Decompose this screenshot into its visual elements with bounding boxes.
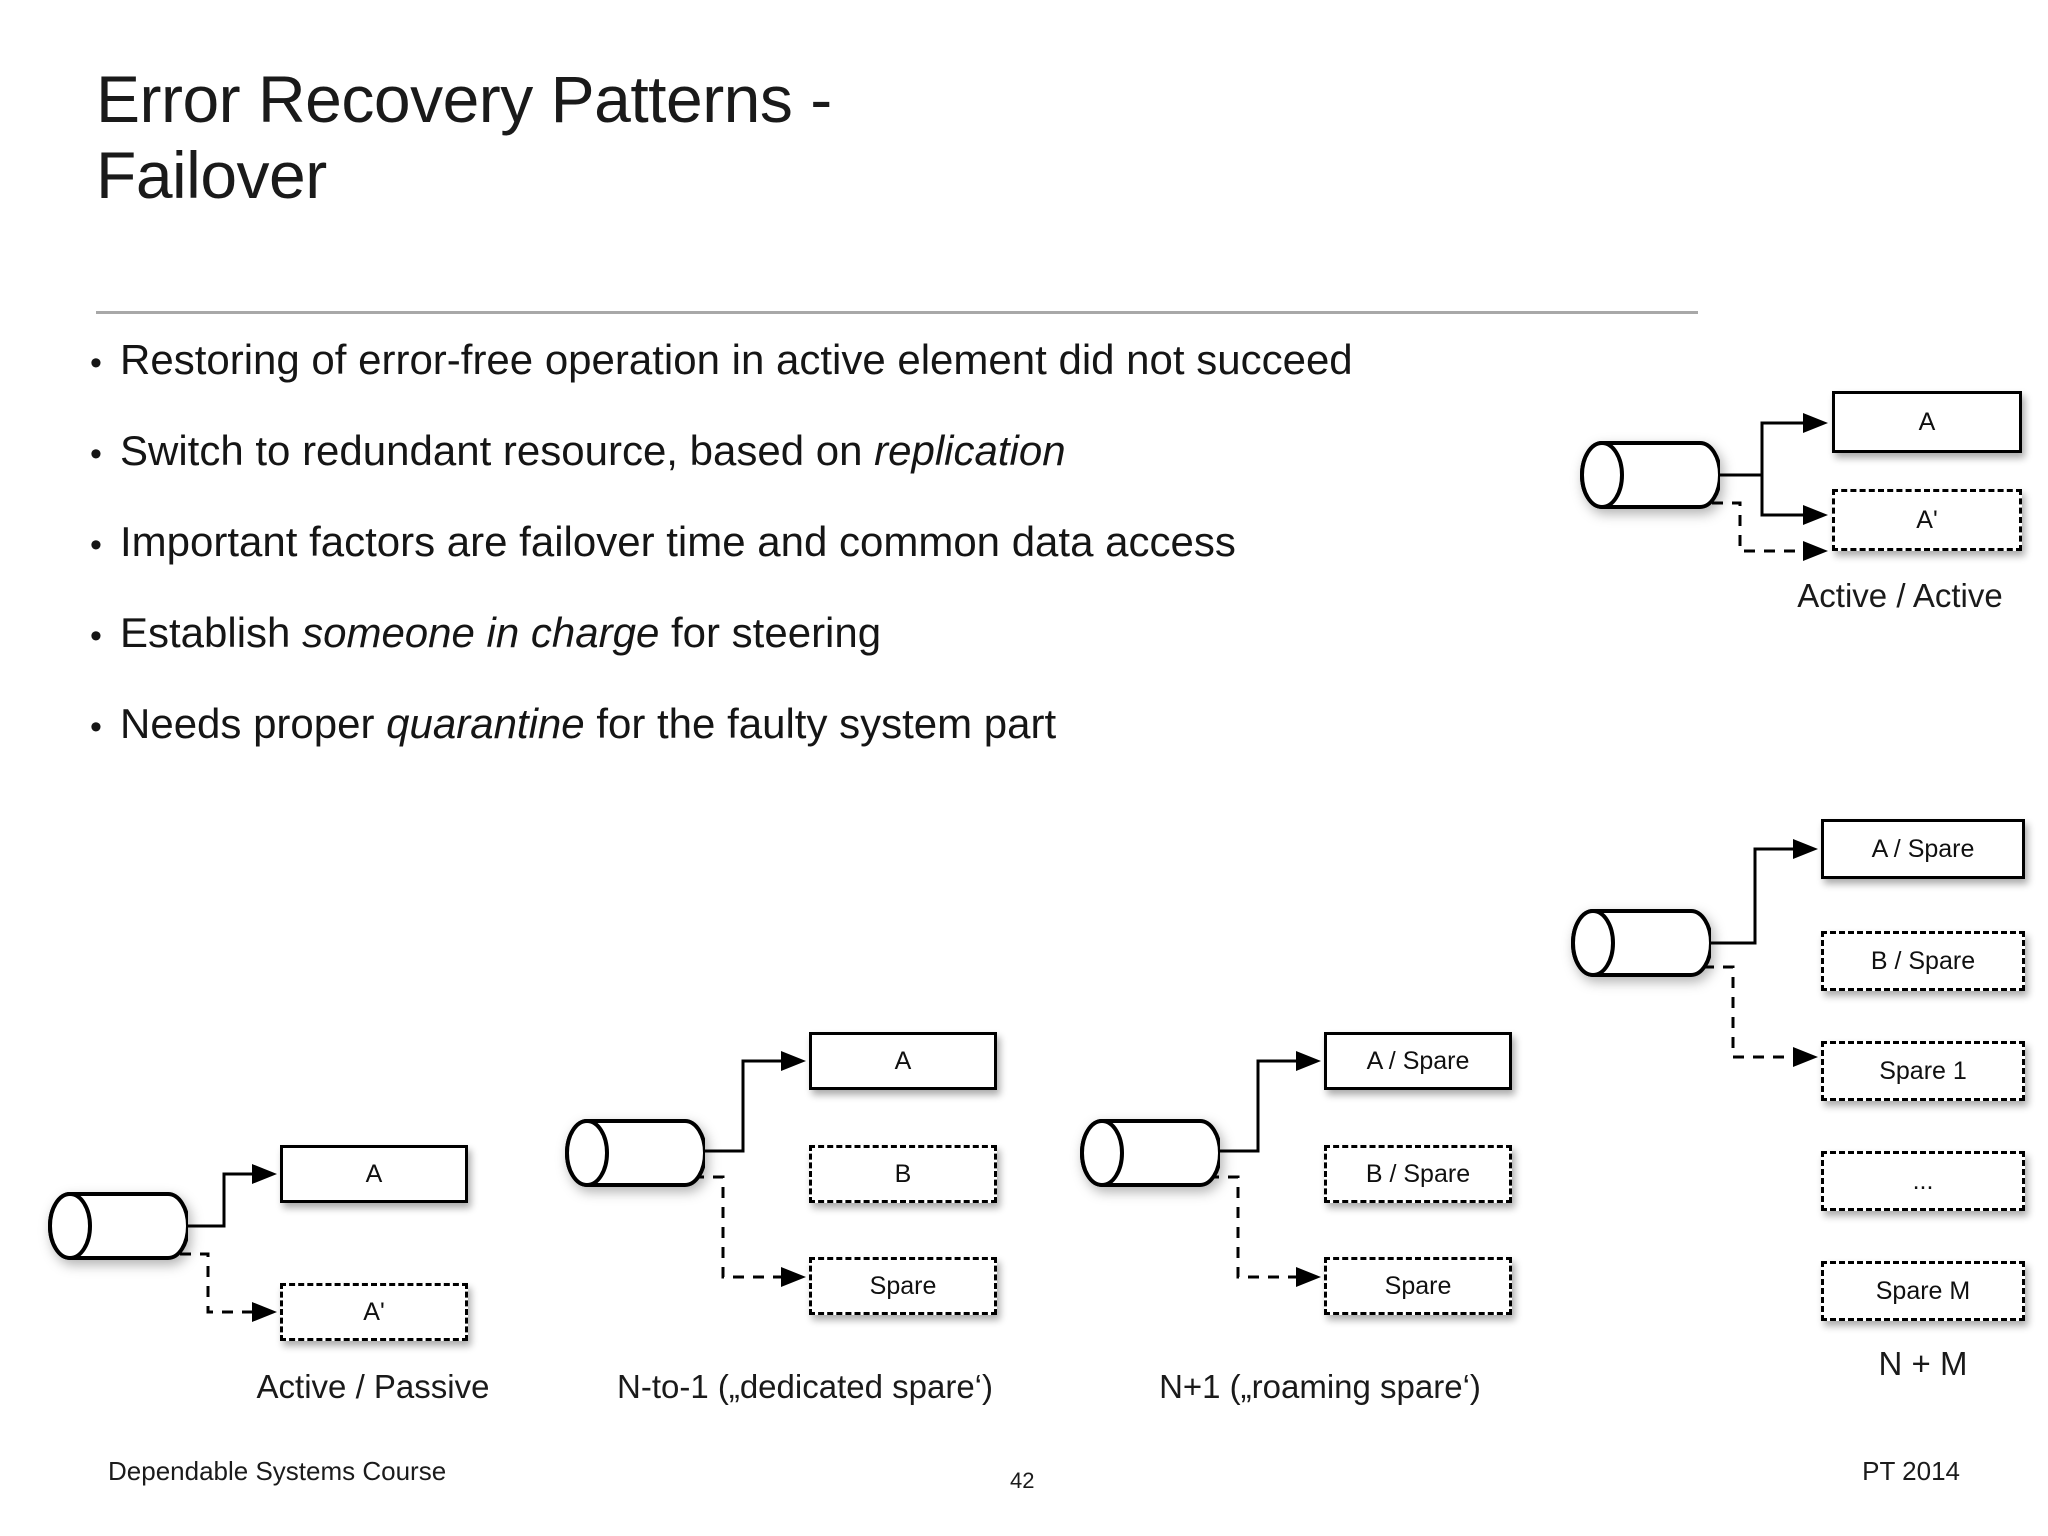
node-label: ... [1912, 1166, 1934, 1195]
database-cylinder-icon [1580, 441, 1720, 509]
node-box[interactable]: ... [1821, 1151, 2025, 1211]
diagram-caption: N-to-1 („dedicated spare‘) [617, 1368, 993, 1405]
database-cylinder-icon [1571, 909, 1711, 977]
diagram-n-plus-1: A / Spare B / Spare Spare N+1 („roaming … [1080, 1025, 1550, 1405]
diagram-active-active: A A' Active / Active [1570, 385, 2030, 645]
bullet-marker: • [90, 708, 102, 747]
node-box[interactable]: B / Spare [1821, 931, 2025, 991]
footer-attribution: PT 2014 [1862, 1456, 1960, 1486]
bullet-marker: • [90, 617, 102, 656]
node-box[interactable]: Spare M [1821, 1261, 2025, 1321]
bullet-text: Important factors are failover time and … [120, 518, 1236, 565]
database-cylinder-icon [565, 1119, 705, 1187]
bullet-segment: for the faulty system part [584, 700, 1057, 748]
bullet-segment: Needs proper [120, 700, 387, 748]
bullet-list: • Restoring of error-free operation in a… [90, 336, 1620, 791]
node-label: A [894, 1046, 912, 1075]
node-box[interactable]: A' [1832, 489, 2022, 551]
diagram-caption: Active / Active [1797, 577, 2003, 614]
bullet-item-2: • Switch to redundant resource, based on… [90, 427, 1620, 474]
diagram-caption: N+1 („roaming spare‘) [1159, 1368, 1481, 1405]
bullet-text: Needs proper quarantine for the faulty s… [120, 700, 1056, 747]
node-label: A / Spare [1366, 1046, 1470, 1075]
bullet-item-1: • Restoring of error-free operation in a… [90, 336, 1620, 383]
footer-course-name: Dependable Systems Course [108, 1456, 447, 1486]
bullet-segment: Important factors are failover time and … [120, 518, 1236, 566]
node-box[interactable]: B [809, 1145, 997, 1203]
node-label: Spare M [1875, 1276, 1971, 1305]
bullet-marker: • [90, 526, 102, 565]
node-box[interactable]: A [809, 1032, 997, 1090]
page-title: Error Recovery Patterns - Failover [96, 62, 832, 212]
bullet-segment: for steering [659, 609, 882, 657]
diagram-n-to-1: A B Spare N-to-1 („dedicated spare‘) [565, 1025, 1035, 1405]
bullet-marker: • [90, 344, 102, 382]
node-box[interactable]: B / Spare [1324, 1145, 1512, 1203]
node-label: Spare 1 [1879, 1056, 1967, 1085]
node-box[interactable]: A' [280, 1283, 468, 1341]
node-label: B [894, 1159, 912, 1188]
bullet-text: Establish someone in charge for steering [120, 609, 881, 656]
database-cylinder-icon [48, 1192, 188, 1260]
footer-page-number: 42 [1010, 1468, 1035, 1493]
node-box[interactable]: A / Spare [1324, 1032, 1512, 1090]
node-label: B / Spare [1365, 1159, 1471, 1188]
node-label: B / Spare [1870, 946, 1976, 975]
bullet-segment: Restoring of error-free operation in act… [120, 336, 1353, 383]
bullet-marker: • [90, 435, 102, 474]
node-box[interactable]: Spare [1324, 1257, 1512, 1315]
diagram-caption: N + M [1878, 1345, 1968, 1382]
bullet-segment-emphasis: quarantine [386, 700, 585, 748]
node-box[interactable]: Spare [809, 1257, 997, 1315]
bullet-text: Switch to redundant resource, based on r… [120, 427, 1066, 474]
bullet-segment: Switch to redundant resource, based on [120, 427, 875, 475]
node-box[interactable]: Spare 1 [1821, 1041, 2025, 1101]
node-label: A [1918, 407, 1936, 436]
diagram-n-plus-m: A / Spare B / Spare Spare 1 ... Spare M … [1565, 805, 2035, 1382]
node-label: A' [363, 1297, 385, 1326]
diagram-caption: Active / Passive [256, 1368, 490, 1405]
node-label: Spare [869, 1271, 937, 1300]
node-label: A' [1916, 505, 1938, 534]
node-box[interactable]: A [1832, 391, 2022, 453]
bullet-item-4: • Establish someone in charge for steeri… [90, 609, 1620, 656]
node-box[interactable]: A / Spare [1821, 819, 2025, 879]
node-box[interactable]: A [280, 1145, 468, 1203]
bullet-segment-emphasis: replication [874, 427, 1066, 475]
bullet-item-5: • Needs proper quarantine for the faulty… [90, 700, 1620, 747]
node-label: Spare [1384, 1271, 1452, 1300]
node-label: A [365, 1159, 383, 1188]
node-label: A / Spare [1871, 834, 1975, 863]
diagram-active-passive: A A' Active / Passive [40, 1140, 510, 1405]
bullet-segment: Establish [120, 609, 303, 657]
database-cylinder-icon [1080, 1119, 1220, 1187]
title-divider [96, 311, 1698, 314]
bullet-text: Restoring of error-free operation in act… [120, 336, 1353, 383]
bullet-segment-emphasis: someone in charge [302, 609, 660, 657]
bullet-item-3: • Important factors are failover time an… [90, 518, 1620, 565]
